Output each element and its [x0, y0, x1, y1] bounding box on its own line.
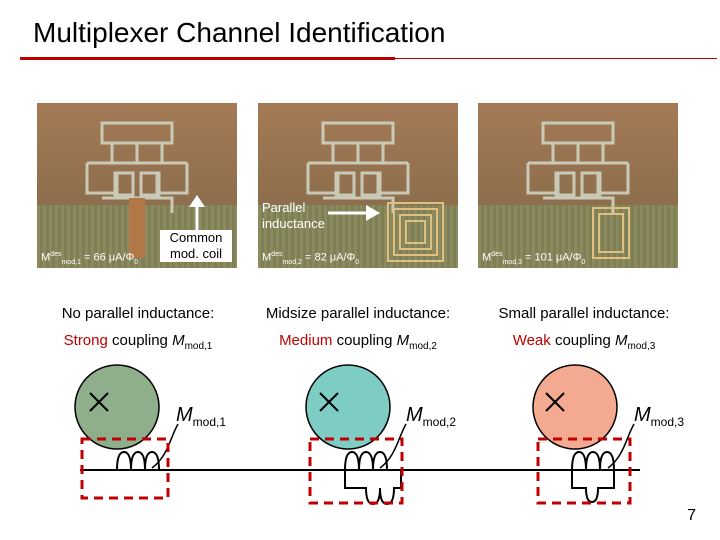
stage-3: [532, 364, 635, 505]
parallel-inductor-3: [571, 470, 615, 504]
squid-layout-drawing: [85, 121, 189, 258]
caption-coupling-1: Strong coupling Mmod,1: [63, 332, 213, 352]
caption-coupling-2: Medium coupling Mmod,2: [279, 332, 437, 352]
stage-1: [74, 364, 179, 500]
squid-layout-drawing: [526, 121, 630, 259]
stage-2: [305, 364, 407, 506]
coil-1: [116, 450, 160, 471]
diagram-label-mmod2: Mmod,2: [406, 404, 457, 429]
title-accent-bar: [20, 57, 395, 60]
highlight-box-2: [308, 437, 404, 505]
highlight-box-3: [536, 437, 632, 505]
coil-3: [571, 450, 615, 471]
highlight-box-1: [80, 437, 170, 500]
coil-2: [344, 450, 388, 471]
parallel-inductor-meander: [387, 202, 444, 262]
slide-title: Multiplexer Channel Identification: [33, 17, 446, 48]
squid-circle-1: [74, 364, 160, 450]
diagram-label-mmod1: Mmod,1: [176, 404, 227, 429]
parallel-inductor-meander: [592, 207, 630, 259]
parallel-inductor-2: [344, 470, 402, 506]
parallel-inductance-label: Parallel inductance: [262, 200, 325, 231]
squid-circle-2: [305, 364, 391, 450]
chip-photo-2: Mdesmod,2 = 82 μA/Φ0: [258, 103, 458, 268]
caption-heading-2: Midsize parallel inductance:: [265, 305, 451, 322]
photo-3-label: Mdesmod,3 = 101 μA/Φ0: [482, 251, 586, 266]
caption-heading-3: Small parallel inductance:: [498, 305, 670, 322]
photo-1-label: Mdesmod,1 = 66 μA/Φ0: [41, 251, 139, 266]
coupling-diagram: [74, 364, 640, 506]
parallel-inductance-arrow: [328, 205, 380, 221]
page-number: 7: [687, 507, 696, 524]
chip-photo-3: Mdesmod,3 = 101 μA/Φ0: [478, 103, 678, 268]
photo-2-label: Mdesmod,2 = 82 μA/Φ0: [262, 251, 360, 266]
common-coil-label: Common mod. coil: [160, 230, 232, 262]
caption-heading-1: No parallel inductance:: [61, 305, 215, 322]
caption-coupling-3: Weak coupling Mmod,3: [512, 332, 656, 352]
diagram-label-mmod3: Mmod,3: [634, 404, 685, 429]
squid-layout-drawing: [306, 121, 444, 262]
squid-circle-3: [532, 364, 618, 450]
